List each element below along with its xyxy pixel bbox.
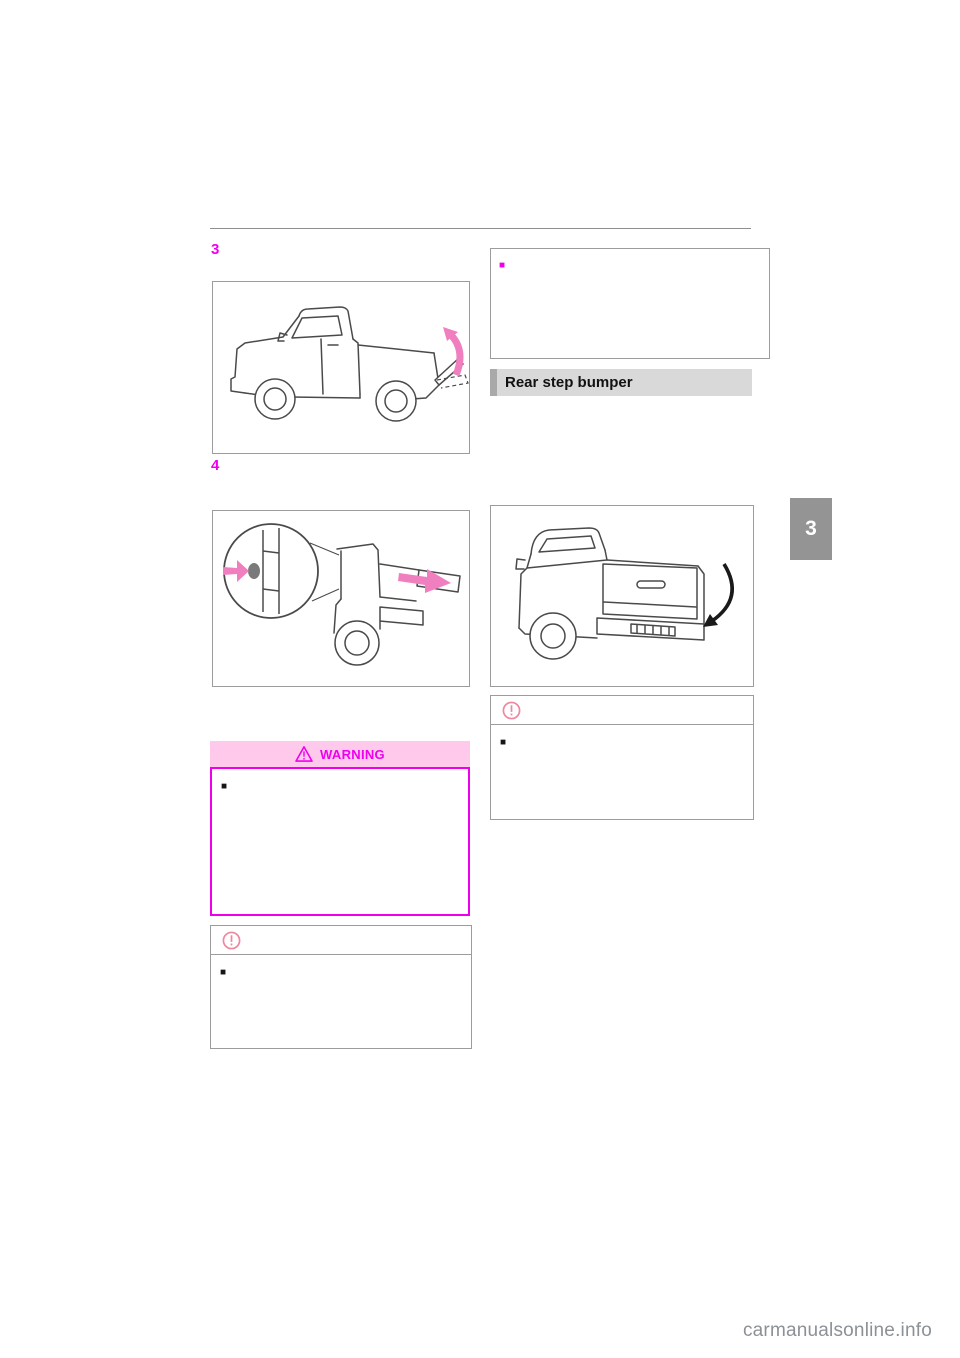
notice-header [491,696,753,725]
info-box: ■ [490,248,770,359]
notice-exclamation-icon [502,701,521,719]
black-curved-arrow-icon [703,563,734,627]
notice-header [211,926,471,955]
notice-bullet: ■ [500,737,507,748]
notice-bullet: ■ [220,967,227,978]
tailgate-support-knob [248,563,260,579]
figure-rear-step-bumper [490,505,754,687]
top-divider [210,228,751,229]
notice-exclamation-icon [222,931,241,949]
truck-rear-tailgate-detail-drawing [223,523,461,666]
pink-right-arrow-icon [398,569,451,593]
pink-inset-arrow-icon [223,560,249,582]
warning-header: WARNING [210,741,470,767]
notice-box-right: ■ [490,695,754,820]
pink-curved-arrow-up-icon [443,327,464,377]
figure-tailgate-detail [212,510,470,687]
chapter-tab: 3 [790,498,832,560]
step-4-number: 4 [211,457,220,474]
warning-bullet: ■ [221,781,228,792]
section-title: Rear step bumper [505,374,633,391]
info-bullet: ■ [499,260,506,271]
section-header-accent [490,369,497,396]
truck-side-tailgate-raising-drawing [230,306,469,422]
notice-body: ■ [211,955,471,987]
watermark: carmanualsonline.info [742,1320,932,1341]
warning-body: ■ [210,767,470,916]
figure-tailgate-raising [212,281,470,454]
tailgate-open-dashed-outline [436,374,469,389]
warning-title: WARNING [320,746,385,762]
warning-triangle-icon [295,746,313,762]
warning-box: WARNING ■ [210,741,470,916]
notice-box-left: ■ [210,925,472,1049]
truck-rear-step-bumper-drawing [515,527,734,660]
section-header-rear-step-bumper: Rear step bumper [490,369,752,396]
step-3-number: 3 [211,241,220,258]
notice-body: ■ [491,725,753,757]
